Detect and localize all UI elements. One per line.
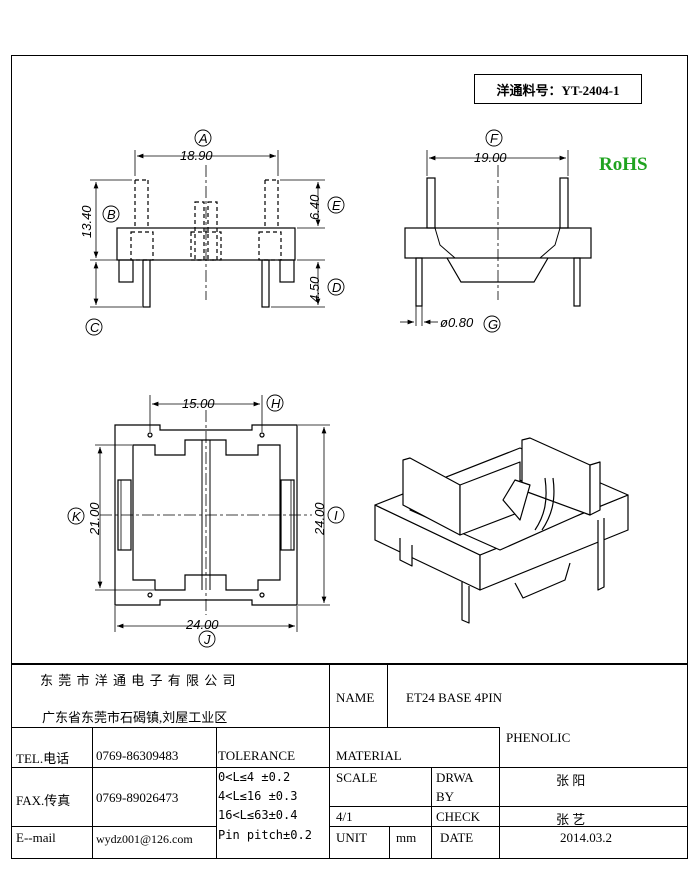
- dim-g-value: ø0.80: [440, 315, 474, 330]
- top-view: [95, 395, 330, 632]
- check-value: 张 艺: [556, 812, 586, 827]
- drawing-frame: [11, 55, 688, 859]
- email-label: E--mail: [16, 830, 56, 845]
- label-e: E: [332, 198, 341, 213]
- dim-j-value: 24.00: [186, 617, 219, 632]
- dim-a-value: 18.90: [180, 148, 213, 163]
- tolerance-3: 16<L≤63±0.4: [218, 808, 298, 822]
- drawn-label-2: BY: [436, 789, 455, 804]
- date-value: 2014.03.2: [560, 830, 612, 845]
- label-b: B: [107, 207, 116, 222]
- label-d: D: [332, 280, 342, 295]
- company-name: 东 莞 市 洋 通 电 子 有 限 公 司: [40, 673, 237, 688]
- scale-value: 4/1: [336, 809, 353, 824]
- isometric-view: [374, 437, 629, 624]
- label-a: A: [199, 131, 208, 146]
- tel-label: TEL.电话: [16, 751, 70, 766]
- dim-h-value: 15.00: [182, 396, 215, 411]
- label-g: G: [488, 317, 499, 332]
- material-value: PHENOLIC: [506, 730, 571, 745]
- scale-label: SCALE: [336, 770, 378, 785]
- fax-value: 0769-89026473: [96, 790, 179, 805]
- part-number-box: 洋通料号：YT-2404-1: [474, 74, 642, 104]
- tolerance-2: 4<L≤16 ±0.3: [218, 789, 298, 803]
- label-c: C: [90, 320, 100, 335]
- label-h: H: [271, 396, 281, 411]
- unit-label: UNIT: [336, 830, 368, 845]
- dim-f-value: 19.00: [474, 150, 507, 165]
- tolerance-1: 0<L≤4 ±0.2: [218, 770, 291, 784]
- company-address: 广东省东莞市石碣镇,刘屋工业区: [42, 710, 228, 725]
- email-value: wydz001@126.com: [96, 832, 193, 846]
- side-view: [400, 150, 592, 326]
- date-label: DATE: [440, 830, 474, 845]
- label-k: K: [72, 509, 81, 524]
- tolerance-label: TOLERANCE: [218, 748, 296, 763]
- drawn-label-1: DRWA: [436, 770, 474, 785]
- front-view: [90, 150, 325, 308]
- material-label: MATERIAL: [336, 748, 402, 763]
- fax-label: FAX.传真: [16, 793, 71, 808]
- label-f: F: [490, 131, 498, 146]
- unit-value: mm: [396, 830, 417, 845]
- drawn-value: 张 阳: [556, 773, 586, 788]
- tolerance-4: Pin pitch±0.2: [218, 828, 312, 842]
- tel-value: 0769-86309483: [96, 748, 179, 763]
- label-j: J: [204, 632, 211, 647]
- label-i: I: [334, 508, 338, 523]
- rohs-mark: RoHS: [599, 154, 648, 175]
- check-label: CHECK: [436, 809, 481, 824]
- name-label: NAME: [336, 690, 375, 705]
- name-value: ET24 BASE 4PIN: [406, 690, 503, 705]
